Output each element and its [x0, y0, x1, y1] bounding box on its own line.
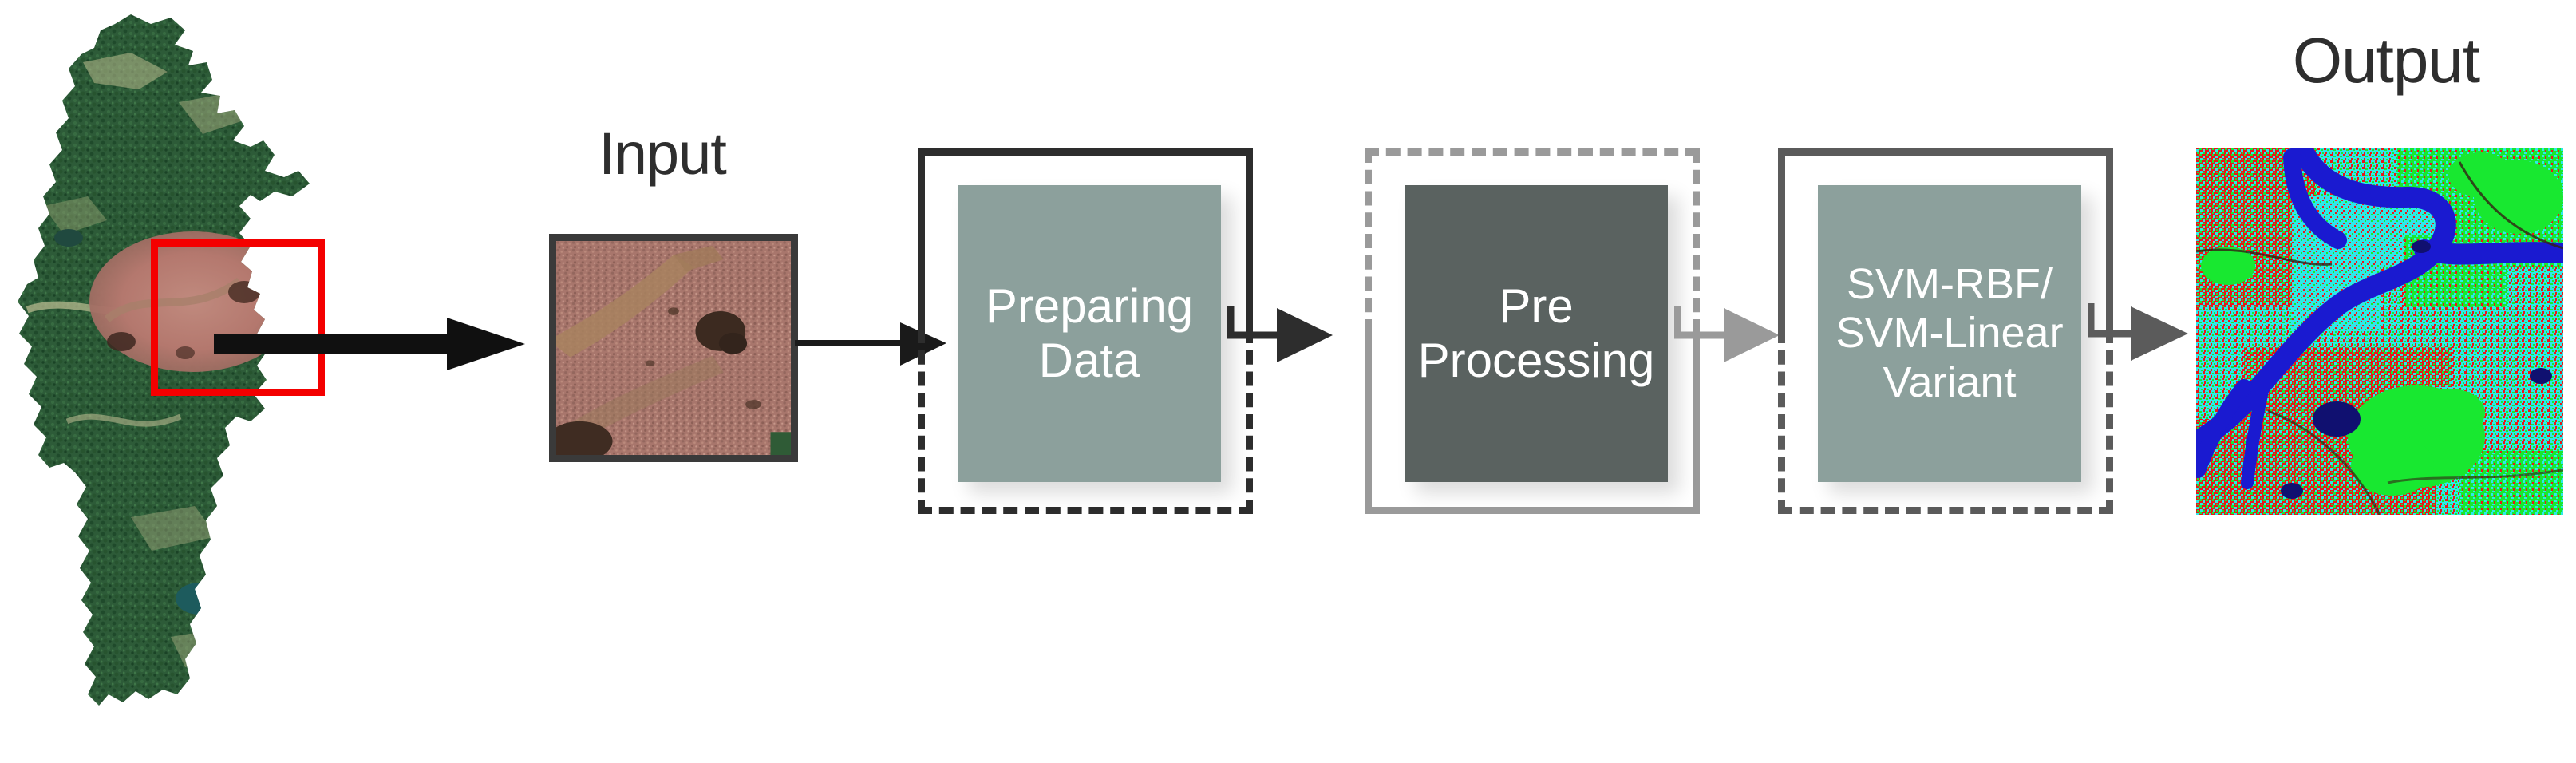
stage1-tile[interactable]: Preparing Data — [958, 185, 1221, 482]
study-area-map-graphic — [18, 14, 310, 706]
stage1-label-line1: Preparing — [985, 279, 1194, 333]
classified-output-graphic — [2196, 148, 2563, 515]
output-label: Output — [2292, 25, 2480, 96]
stage1-dashed-frame — [918, 329, 1253, 514]
input-satellite-patch — [549, 234, 798, 462]
stage2-tile[interactable]: Pre Processing — [1405, 185, 1668, 482]
classified-output-map — [2196, 148, 2563, 515]
region-of-interest-rectangle — [151, 239, 325, 396]
stage3-to-output-arrow-icon — [2088, 303, 2188, 361]
stage1-label-line2: Data — [1038, 334, 1140, 387]
stage3-label: SVM-RBF/ SVM-Linear Variant — [1835, 260, 2063, 408]
input-label: Input — [599, 121, 727, 187]
stage2-label-line1: Pre — [1499, 279, 1574, 333]
stage3-tile[interactable]: SVM-RBF/ SVM-Linear Variant — [1818, 185, 2081, 482]
stage3-label-line2: SVM-Linear — [1835, 309, 2064, 358]
stage1-solid-frame — [918, 148, 1253, 334]
stage2-label: Pre Processing — [1418, 279, 1655, 389]
input-patch-graphic — [556, 241, 791, 455]
stage3-solid-frame — [1778, 148, 2113, 334]
stage-svm-classifier[interactable]: SVM-RBF/ SVM-Linear Variant — [1770, 0, 2145, 763]
stage2-solid-frame — [1365, 329, 1700, 514]
stage2-label-line2: Processing — [1417, 334, 1655, 387]
stage1-to-stage2-arrow-icon — [1227, 306, 1333, 362]
roi-to-input-arrow-icon — [214, 318, 525, 370]
stage2-dashed-frame — [1365, 148, 1700, 334]
stage1-label: Preparing Data — [986, 279, 1193, 389]
stage-preparing-data[interactable]: Preparing Data — [910, 0, 1285, 763]
stage3-label-line1: SVM-RBF/ — [1846, 259, 2053, 308]
stage-pre-processing[interactable]: Pre Processing — [1357, 0, 1732, 763]
stage2-to-stage3-arrow-icon — [1674, 306, 1780, 362]
stage3-label-line3: Variant — [1883, 358, 2017, 406]
study-area-map — [11, 6, 325, 757]
stage3-dashed-frame — [1778, 329, 2113, 514]
